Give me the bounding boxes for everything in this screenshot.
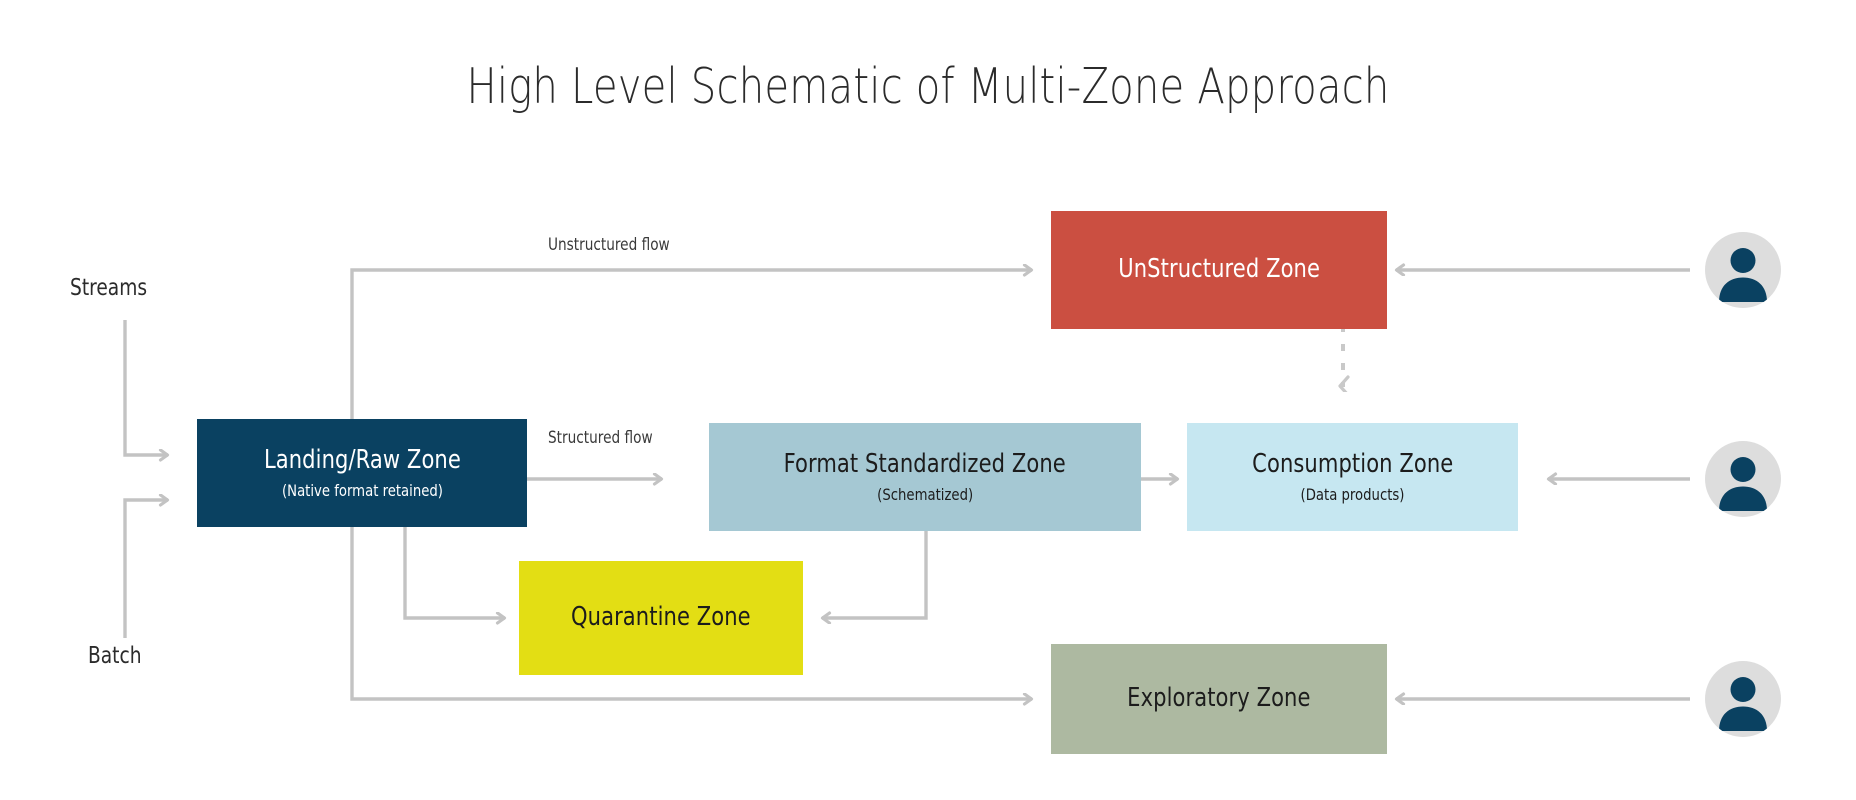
zone-box-consumption-zone[interactable]: Consumption Zone (Data products) — [1187, 423, 1518, 531]
zone-subtitle-landing-raw-zone: (Native format retained) — [281, 480, 443, 500]
connector-landing-to-quarantine — [403, 527, 505, 618]
source-label-streams: Streams — [70, 275, 148, 301]
zone-box-quarantine-zone[interactable]: Quarantine Zone — [519, 561, 803, 675]
person-icon — [1719, 248, 1767, 302]
user-avatar-unstructured[interactable] — [1705, 232, 1781, 308]
edge-label-unstructured-flow: Unstructured flow — [548, 235, 670, 254]
user-avatar-exploratory[interactable] — [1705, 661, 1781, 737]
zone-title-quarantine-zone: Quarantine Zone — [571, 602, 751, 633]
source-label-batch: Batch — [88, 643, 142, 669]
zone-title-consumption-zone: Consumption Zone — [1251, 448, 1454, 479]
zone-box-landing-raw-zone[interactable]: Landing/Raw Zone (Native format retained… — [197, 419, 527, 527]
zone-subtitle-consumption-zone: (Data products) — [1300, 484, 1405, 504]
zone-title-unstructured-zone: UnStructured Zone — [1118, 254, 1320, 285]
person-icon — [1719, 457, 1767, 511]
person-icon — [1719, 677, 1767, 731]
zone-title-exploratory-zone: Exploratory Zone — [1127, 683, 1311, 714]
user-avatar-consumption[interactable] — [1705, 441, 1781, 517]
zone-title-landing-raw-zone: Landing/Raw Zone — [263, 444, 461, 475]
connector-streams-to-landing — [123, 320, 168, 455]
zone-box-unstructured-zone[interactable]: UnStructured Zone — [1051, 211, 1387, 329]
zone-subtitle-format-standardized-zone: (Schematized) — [877, 484, 973, 504]
connector-batch-to-landing — [123, 500, 168, 638]
page-title: High Level Schematic of Multi-Zone Appro… — [466, 58, 1390, 115]
connector-format-to-quarantine — [822, 531, 928, 618]
edge-label-structured-flow: Structured flow — [548, 428, 653, 447]
zone-box-exploratory-zone[interactable]: Exploratory Zone — [1051, 644, 1387, 754]
zone-box-format-standardized-zone[interactable]: Format Standardized Zone (Schematized) — [709, 423, 1141, 531]
zone-title-format-standardized-zone: Format Standardized Zone — [783, 448, 1067, 479]
